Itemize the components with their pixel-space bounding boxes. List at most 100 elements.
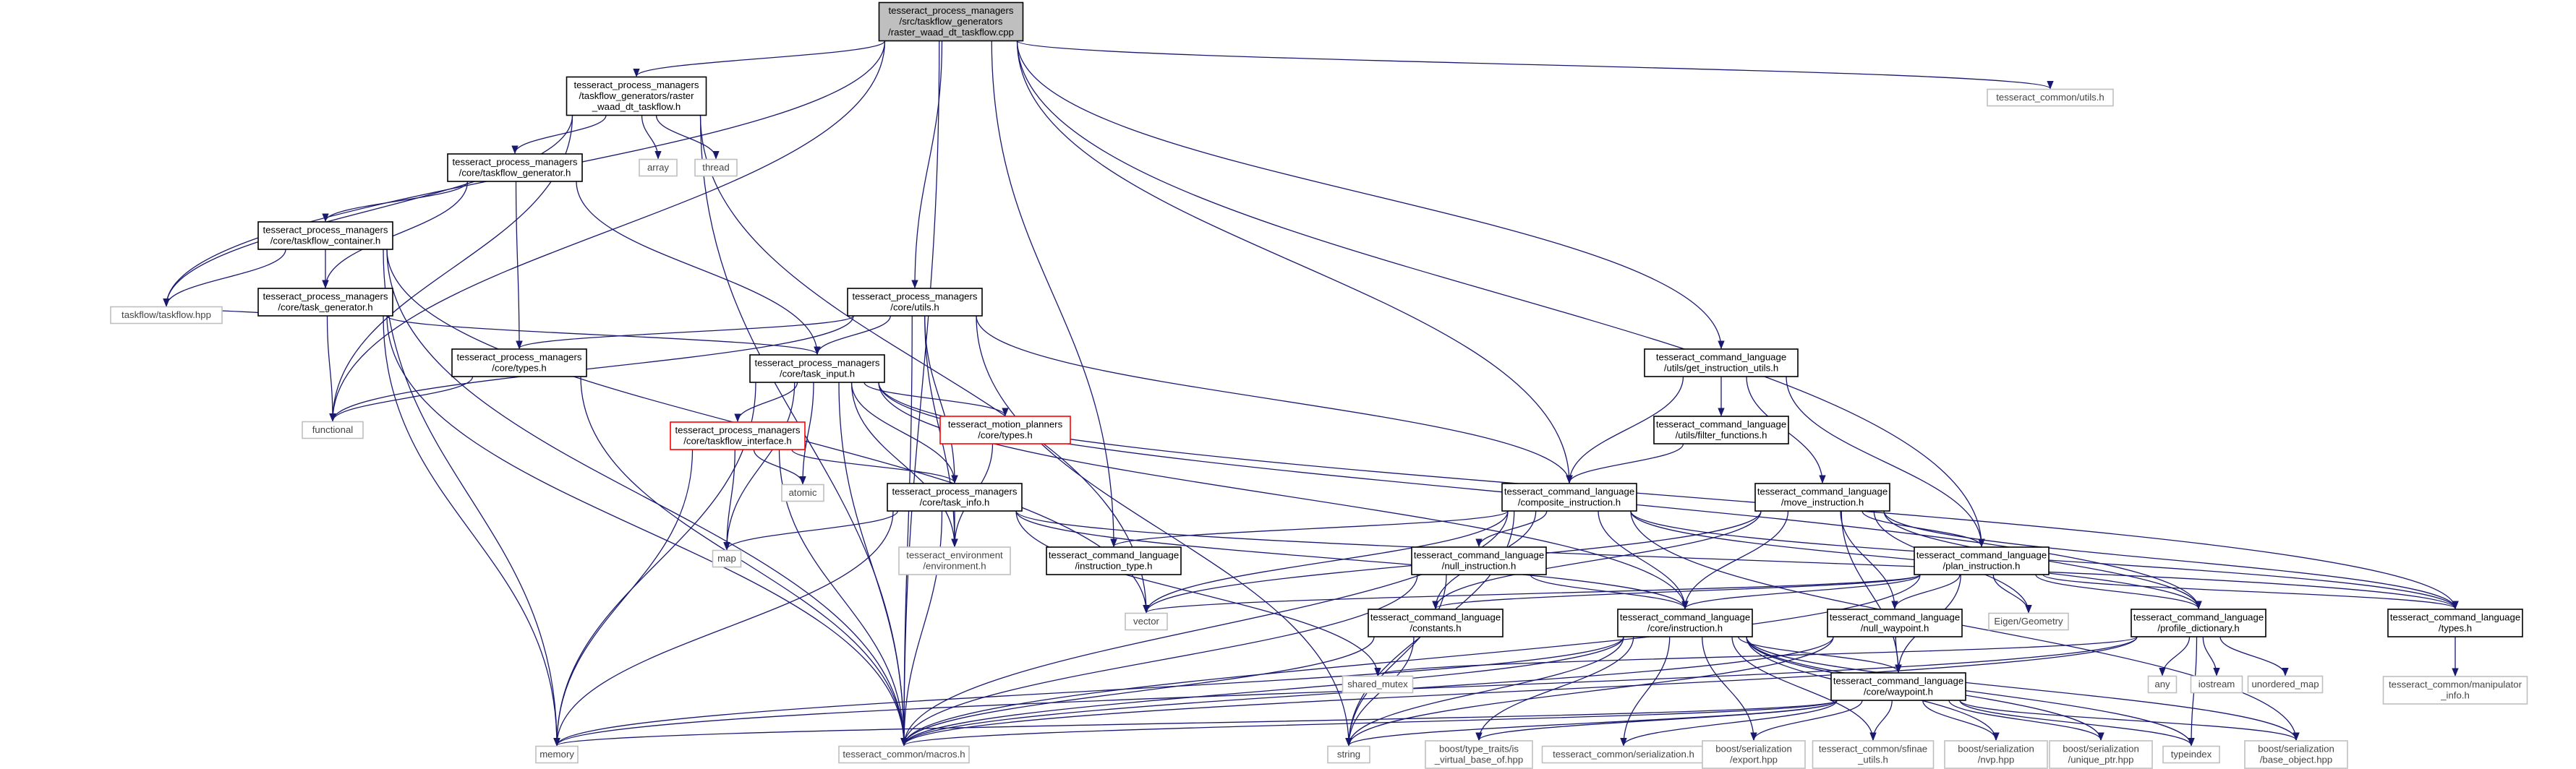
node-label-line: boost/type_traits/is	[1439, 744, 1519, 755]
node-tf-generator[interactable]: tesseract_process_managers/core/taskflow…	[447, 153, 583, 182]
edge-task_generator-to-macros	[386, 315, 908, 747]
node-label-line: /core/taskflow_interface.h	[683, 436, 792, 447]
node-map: map	[712, 549, 742, 568]
node-box	[1653, 416, 1789, 444]
nodes-layer: tesseract_process_managers/src/taskflow_…	[110, 1, 2528, 769]
node-base-object: boost/serialization/base_object.hpp	[2244, 740, 2348, 769]
node-filter-functions[interactable]: tesseract_command_language/utils/filter_…	[1653, 416, 1789, 444]
edge-waypoint-to-nvp	[1922, 700, 2000, 742]
node-pm-types[interactable]: tesseract_process_managers/core/types.h	[451, 348, 587, 377]
edge-plan_instr-to-macros	[900, 574, 1921, 747]
edge-plan_instr-to-instruction	[1681, 574, 1921, 610]
node-task-input[interactable]: tesseract_process_managers/core/task_inp…	[749, 354, 885, 383]
node-label-line: tesseract_command_language	[1830, 612, 1960, 623]
node-null-instr[interactable]: tesseract_command_language/null_instruct…	[1411, 546, 1547, 575]
node-label-line: _virtual_base_of.hpp	[1434, 755, 1523, 765]
node-constants[interactable]: tesseract_command_language/constants.h	[1368, 609, 1504, 637]
edge-get_instr_utils-to-composite	[1566, 376, 1684, 484]
edge-pm_utils-to-string	[976, 315, 1352, 747]
node-box	[1754, 483, 1890, 512]
node-move-instr[interactable]: tesseract_command_language/move_instruct…	[1754, 483, 1890, 512]
edge-get_instr_utils-to-plan_instr	[1786, 376, 1985, 548]
node-box	[639, 158, 678, 177]
node-pm-utils[interactable]: tesseract_process_managers/core/utils.h	[847, 288, 983, 317]
edge-cpp-to-instr_type	[991, 40, 1117, 548]
node-label-line: tesseract_command_language	[1414, 550, 1544, 561]
node-plan-instr[interactable]: tesseract_command_language/plan_instruct…	[1914, 546, 2050, 575]
node-label-line: atomic	[789, 487, 817, 498]
edge-waypoint-to-macros	[900, 700, 1838, 747]
edge-profile_dict-to-any	[2159, 636, 2191, 676]
edge-move_instr-to-instruction	[1681, 510, 1789, 610]
node-tf-interface[interactable]: tesseract_process_managers/core/taskflow…	[670, 421, 806, 450]
node-profile-dict[interactable]: tesseract_command_language/profile_dicti…	[2131, 609, 2266, 637]
node-common-serial: tesseract_common/serialization.h	[1541, 745, 1706, 764]
node-box	[2244, 740, 2348, 769]
node-label-line: /utils/filter_functions.h	[1676, 430, 1767, 441]
node-instruction[interactable]: tesseract_command_language/core/instruct…	[1617, 609, 1753, 637]
node-box	[1987, 88, 2114, 107]
edge-null_waypoint-to-string	[1345, 636, 1834, 747]
node-label-line: tesseract_process_managers	[755, 358, 880, 369]
edge-composite-to-vector	[1143, 510, 1509, 614]
node-label-line: string	[1337, 749, 1360, 760]
node-label-line: tesseract_command_language	[1504, 486, 1634, 497]
edge-plan_instr-to-null_waypoint	[1891, 574, 1961, 610]
node-label-line: /utils/get_instruction_utils.h	[1664, 363, 1778, 374]
node-label-line: tesseract_common/utils.h	[1996, 92, 2104, 103]
edge-null_instr-to-macros	[900, 574, 1418, 747]
edge-raster_h-to-tf_generator	[511, 115, 607, 155]
node-label-line: /move_instruction.h	[1781, 497, 1864, 508]
node-label-line: tesseract_process_managers	[263, 225, 388, 236]
node-box	[2190, 675, 2243, 694]
node-manip-info: tesseract_common/manipulator_info.h	[2382, 676, 2528, 705]
node-label-line: tesseract_motion_planners	[948, 419, 1063, 430]
node-composite[interactable]: tesseract_command_language/composite_ins…	[1501, 483, 1637, 512]
node-label-line: tesseract_process_managers	[453, 157, 578, 168]
node-box	[2147, 675, 2178, 694]
edge-cpp-to-pm_utils	[911, 40, 943, 289]
node-memory: memory	[535, 745, 579, 764]
node-tf-container[interactable]: tesseract_process_managers/core/taskflow…	[257, 221, 393, 250]
node-box	[447, 153, 583, 182]
node-raster-h[interactable]: tesseract_process_managers/taskflow_gene…	[566, 76, 707, 116]
node-get-instr-utils[interactable]: tesseract_command_language/utils/get_ins…	[1644, 348, 1799, 377]
node-task-generator[interactable]: tesseract_process_managers/core/task_gen…	[257, 288, 393, 317]
node-macros: tesseract_common/macros.h	[838, 745, 970, 764]
node-box	[781, 484, 824, 502]
node-label-line: /core/task_generator.h	[278, 302, 372, 313]
node-instr-type[interactable]: tesseract_command_language/instruction_t…	[1046, 546, 1182, 575]
node-box	[451, 348, 587, 377]
node-label-line: tesseract_process_managers	[889, 5, 1014, 16]
edge-constants-to-macros	[900, 636, 1375, 747]
node-label-line: tesseract_command_language	[1049, 550, 1179, 561]
node-box	[2387, 609, 2523, 637]
node-waypoint[interactable]: tesseract_command_language/core/waypoint…	[1830, 672, 1966, 701]
node-label-line: /core/task_input.h	[780, 369, 855, 379]
edge-null_instr-to-string	[1345, 574, 1447, 747]
node-label-line: shared_mutex	[1347, 679, 1408, 689]
edge-pm_utils-to-pm_types	[516, 315, 854, 350]
node-common-utils: tesseract_common/utils.h	[1987, 88, 2114, 107]
node-task-info[interactable]: tesseract_process_managers/core/task_inf…	[887, 483, 1023, 512]
edge-waypoint-to-sfinae	[1869, 700, 1893, 742]
edge-raster_h-to-taskflow_hpp	[163, 115, 573, 307]
edge-move_instr-to-constants	[1432, 510, 1762, 610]
node-box	[878, 1, 1024, 42]
node-cpp[interactable]: tesseract_process_managers/src/taskflow_…	[878, 1, 1024, 42]
edge-waypoint-to-typeindex	[1959, 700, 2195, 747]
edge-profile_dict-to-shared_mutex	[1374, 636, 2138, 676]
node-null-waypoint[interactable]: tesseract_command_language/null_waypoint…	[1827, 609, 1963, 637]
node-label-line: iostream	[2198, 679, 2235, 689]
edge-tf_container-to-taskflow_hpp	[163, 249, 286, 307]
node-label-line: vector	[1133, 616, 1160, 627]
node-box	[2162, 745, 2220, 764]
node-mp-types[interactable]: tesseract_motion_planners/core/types.h	[939, 416, 1071, 444]
node-box	[939, 416, 1071, 444]
node-box	[1342, 675, 1414, 694]
edge-task_generator-to-functional	[326, 315, 336, 422]
node-cl-types[interactable]: tesseract_command_language/types.h	[2387, 609, 2523, 637]
node-label-line: taskflow/taskflow.hpp	[121, 309, 211, 320]
node-label-line: tesseract_command_language	[1757, 486, 1888, 497]
edge-cpp-to-macros	[900, 40, 940, 747]
